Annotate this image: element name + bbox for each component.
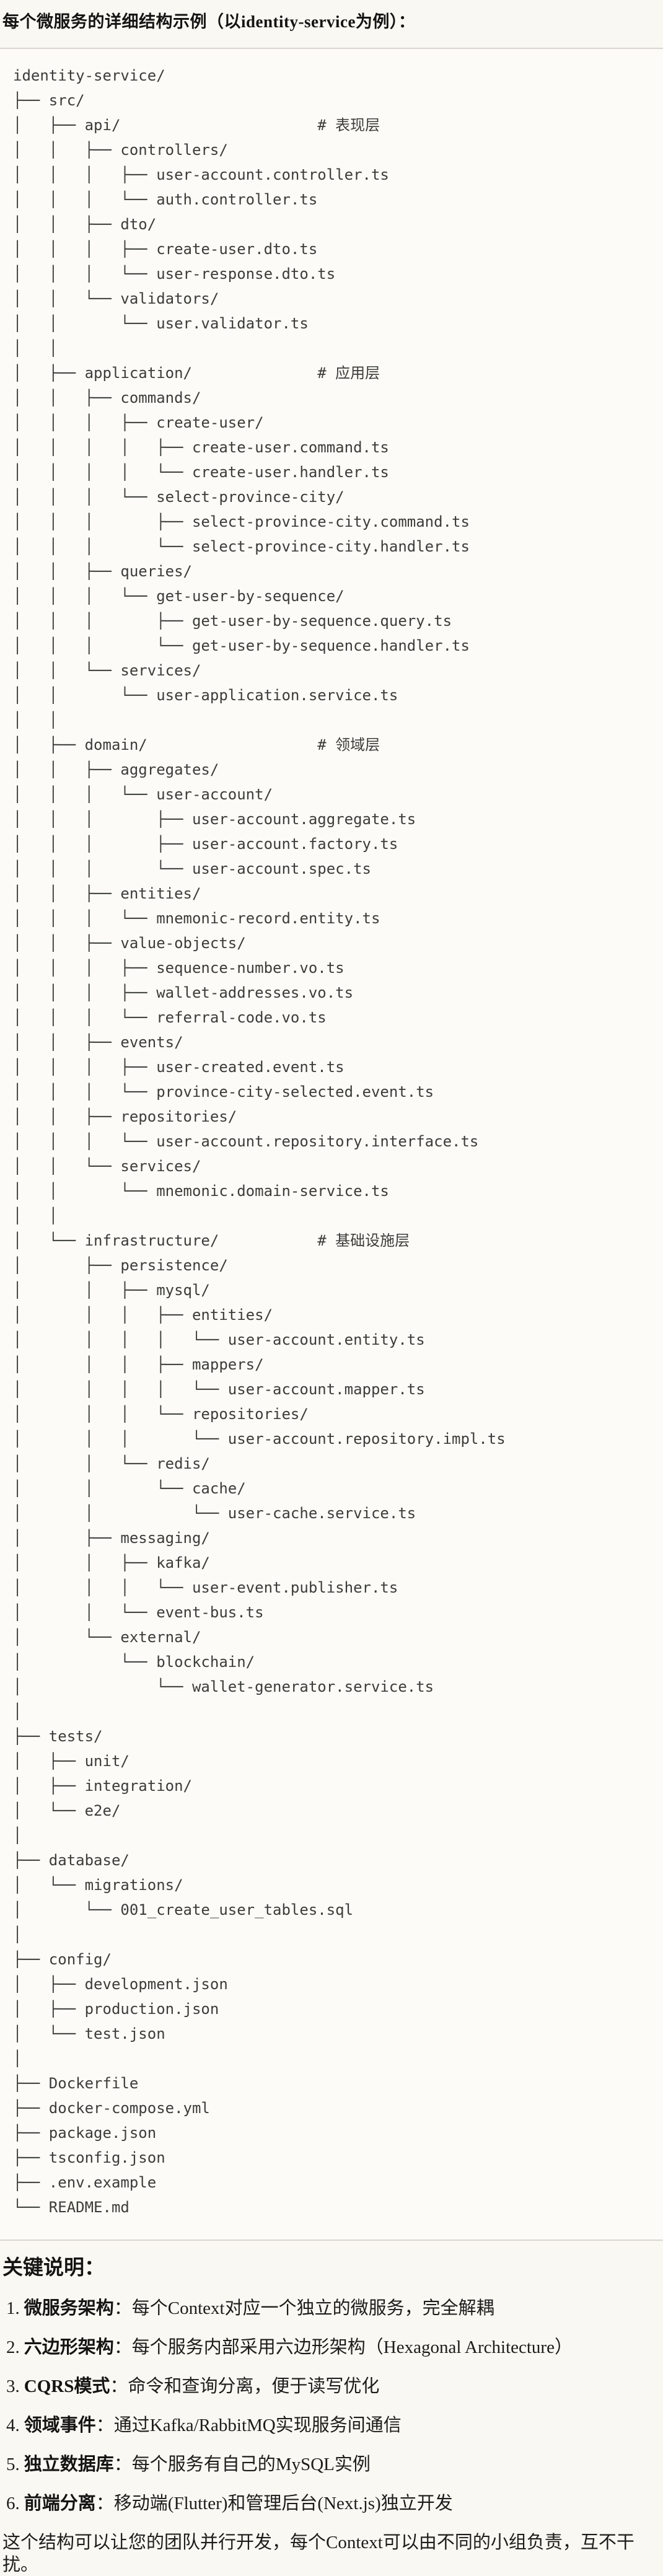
note-number: 3. bbox=[6, 2376, 20, 2396]
note-separator: ： bbox=[95, 2494, 114, 2513]
notes-heading: 关键说明： bbox=[2, 2257, 105, 2279]
note-separator: ： bbox=[110, 2376, 128, 2396]
note-separator: ： bbox=[113, 2455, 132, 2474]
note-number: 4. bbox=[6, 2416, 20, 2435]
note-term: CQRS模式 bbox=[24, 2376, 110, 2396]
note-term: 前端分离 bbox=[24, 2494, 96, 2513]
closing-paragraph: 这个结构可以让您的团队并行开发，每个Context可以由不同的小组负责，互不干扰… bbox=[2, 2533, 634, 2575]
note-term: 六边形架构 bbox=[24, 2337, 114, 2357]
file-tree: identity-service/ ├── src/ │ ├── api/ # … bbox=[13, 67, 506, 2216]
note-item: 4.领域事件：通过Kafka/RabbitMQ实现服务间通信 bbox=[2, 2414, 657, 2437]
note-separator: ： bbox=[95, 2416, 114, 2435]
note-number: 2. bbox=[6, 2337, 20, 2357]
note-description: 每个服务有自己的MySQL实例 bbox=[131, 2455, 371, 2474]
note-description: 命令和查询分离，便于读写优化 bbox=[128, 2376, 380, 2396]
note-term: 微服务架构 bbox=[24, 2298, 114, 2318]
note-separator: ： bbox=[113, 2298, 132, 2318]
page-title: 每个微服务的详细结构示例（以identity-service为例）： bbox=[2, 12, 416, 31]
note-item: 1.微服务架构：每个Context对应一个独立的微服务，完全解耦 bbox=[2, 2297, 657, 2319]
note-description: 每个Context对应一个独立的微服务，完全解耦 bbox=[131, 2298, 494, 2318]
note-item: 3.CQRS模式：命令和查询分离，便于读写优化 bbox=[2, 2375, 657, 2398]
note-separator: ： bbox=[113, 2337, 132, 2357]
notes-section: 关键说明： 1.微服务架构：每个Context对应一个独立的微服务，完全解耦 2… bbox=[0, 2241, 663, 2576]
note-description: 每个服务内部采用六边形架构（Hexagonal Architecture） bbox=[131, 2337, 573, 2357]
note-item: 5.独立数据库：每个服务有自己的MySQL实例 bbox=[2, 2453, 657, 2476]
note-number: 5. bbox=[6, 2455, 20, 2474]
note-description: 通过Kafka/RabbitMQ实现服务间通信 bbox=[113, 2416, 402, 2435]
note-term: 领域事件 bbox=[24, 2416, 96, 2435]
note-item: 2.六边形架构：每个服务内部采用六边形架构（Hexagonal Architec… bbox=[2, 2336, 657, 2358]
note-item: 6.前端分离：移动端(Flutter)和管理后台(Next.js)独立开发 bbox=[2, 2492, 657, 2515]
note-number: 6. bbox=[6, 2494, 20, 2513]
code-block: identity-service/ ├── src/ │ ├── api/ # … bbox=[0, 48, 663, 2241]
note-description: 移动端(Flutter)和管理后台(Next.js)独立开发 bbox=[113, 2494, 453, 2513]
note-number: 1. bbox=[6, 2298, 20, 2318]
note-term: 独立数据库 bbox=[24, 2455, 114, 2474]
